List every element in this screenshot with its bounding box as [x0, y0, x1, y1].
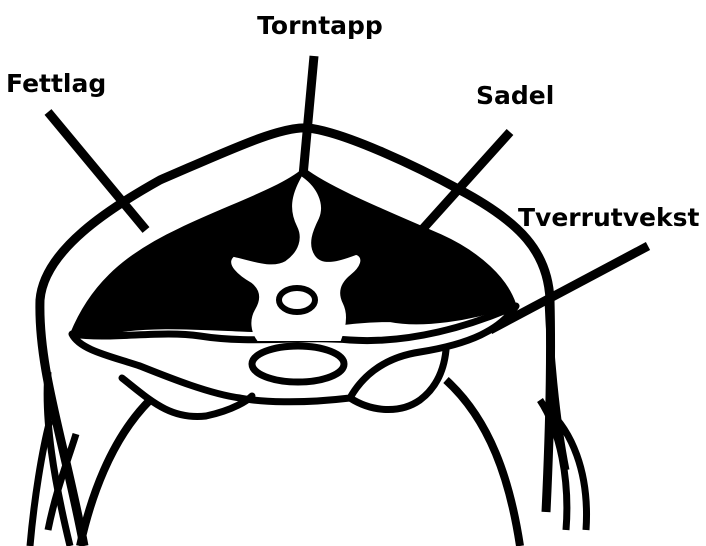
leader-line-tverrutvekst [490, 246, 648, 330]
inner-leg-right [446, 380, 520, 546]
leader-line-torntapp [303, 56, 314, 176]
label-fettlag: Fettlag [6, 69, 106, 98]
leader-line-fettlag [48, 112, 146, 230]
label-sadel: Sadel [476, 81, 554, 110]
vertebral-body-ring [252, 346, 344, 382]
inner-leg-left [80, 400, 150, 546]
spinal-canal [279, 288, 315, 312]
label-torntapp: Torntapp [257, 11, 383, 40]
label-tverrutvekst: Tverrutvekst [518, 203, 699, 232]
